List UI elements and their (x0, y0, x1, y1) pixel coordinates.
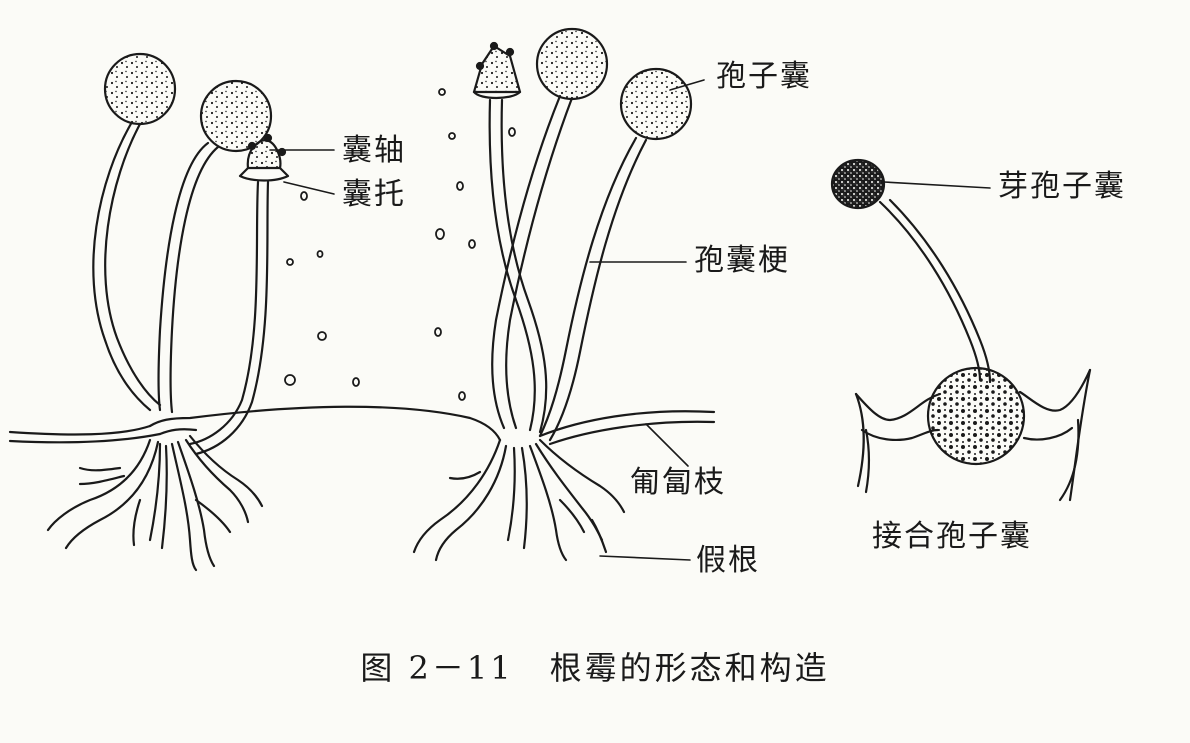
sporangiophore-6 (538, 136, 638, 438)
zygosporangium (926, 366, 1026, 466)
budding-sporangium (830, 158, 886, 210)
label-budding-sporangium: 芽孢子囊 (998, 169, 1126, 204)
sporangiophore-5 (491, 94, 562, 430)
stolon-middle (148, 405, 502, 442)
label-apophysis: 囊托 (342, 177, 406, 212)
leader-rhizoid (599, 555, 691, 561)
figure-caption: 图 2－11 根霉的形态和构造 (0, 643, 1190, 689)
budding-stalk (878, 200, 982, 382)
suspensor-left (854, 392, 942, 422)
label-sporangiophore: 孢囊梗 (694, 243, 790, 278)
released-spores (284, 88, 516, 401)
sporangium-2 (199, 79, 273, 153)
right-structures (830, 158, 1092, 502)
leader-sporangium (669, 79, 705, 91)
rhizoid-left (46, 434, 264, 572)
label-rhizoid: 假根 (696, 543, 760, 578)
leader-apophysis (283, 181, 335, 195)
sporangium-3 (535, 27, 609, 101)
sporangium-4 (619, 67, 693, 141)
middle-colony (412, 27, 716, 562)
sporangiophore-2 (157, 141, 210, 412)
stolon-left-end (8, 424, 152, 436)
leader-budding-sporangium (883, 181, 991, 189)
figure-number: 图 2－11 (360, 649, 514, 687)
apophysis (238, 166, 290, 182)
label-stolon: 匍匐枝 (630, 465, 726, 500)
sporangiophore-4 (488, 98, 536, 432)
label-sporangium: 孢子囊 (716, 59, 812, 94)
sporangiophore-1 (92, 120, 152, 412)
leader-stolon (645, 423, 689, 467)
left-colony (8, 52, 502, 572)
leader-lines (269, 79, 991, 561)
stolon-right (538, 410, 716, 438)
sporangiophore-3 (188, 180, 260, 446)
suspensor-right (1018, 368, 1092, 412)
sporangium-1 (103, 52, 177, 126)
figure-title: 根霉的形态和构造 (549, 649, 830, 687)
rhizoid-middle (412, 438, 626, 562)
label-columella: 囊轴 (342, 133, 406, 168)
label-zygosporangium: 接合孢子囊 (872, 519, 1032, 554)
